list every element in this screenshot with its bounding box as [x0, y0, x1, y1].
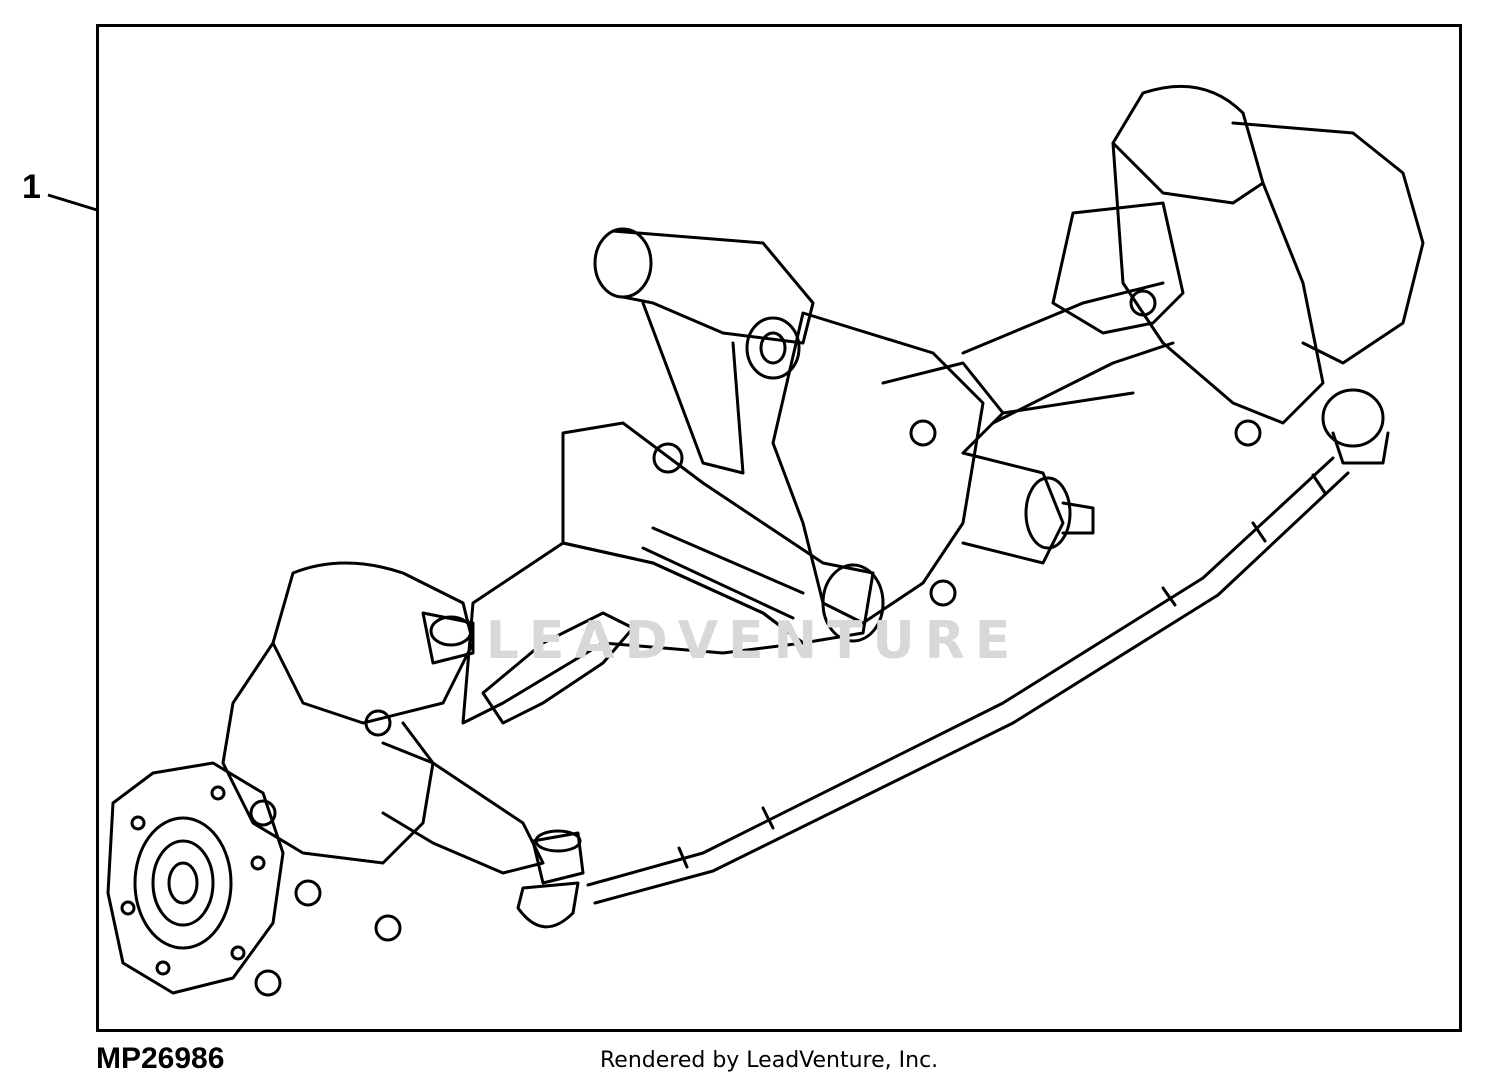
axle-beam — [463, 423, 873, 723]
center-gear-housing — [773, 313, 1093, 641]
right-final-drive — [1053, 86, 1423, 463]
callout-label: 1 — [22, 168, 41, 206]
tie-rod — [588, 458, 1348, 903]
tie-rod-end-left — [518, 831, 583, 927]
bolts — [251, 291, 1260, 995]
steering-arm — [483, 613, 633, 723]
figure-id: MP26986 — [96, 1042, 225, 1075]
drive-shaft-tube — [963, 283, 1173, 423]
pivot-housing — [595, 229, 813, 473]
diagram-frame: LEADVENTURE — [96, 24, 1462, 1032]
credit-text: Rendered by LeadVenture, Inc. — [600, 1048, 939, 1073]
left-final-drive — [223, 563, 543, 873]
front-axle-assembly-drawing — [99, 27, 1462, 1032]
left-wheel-hub — [108, 763, 283, 993]
callout-leader-line — [47, 193, 98, 212]
